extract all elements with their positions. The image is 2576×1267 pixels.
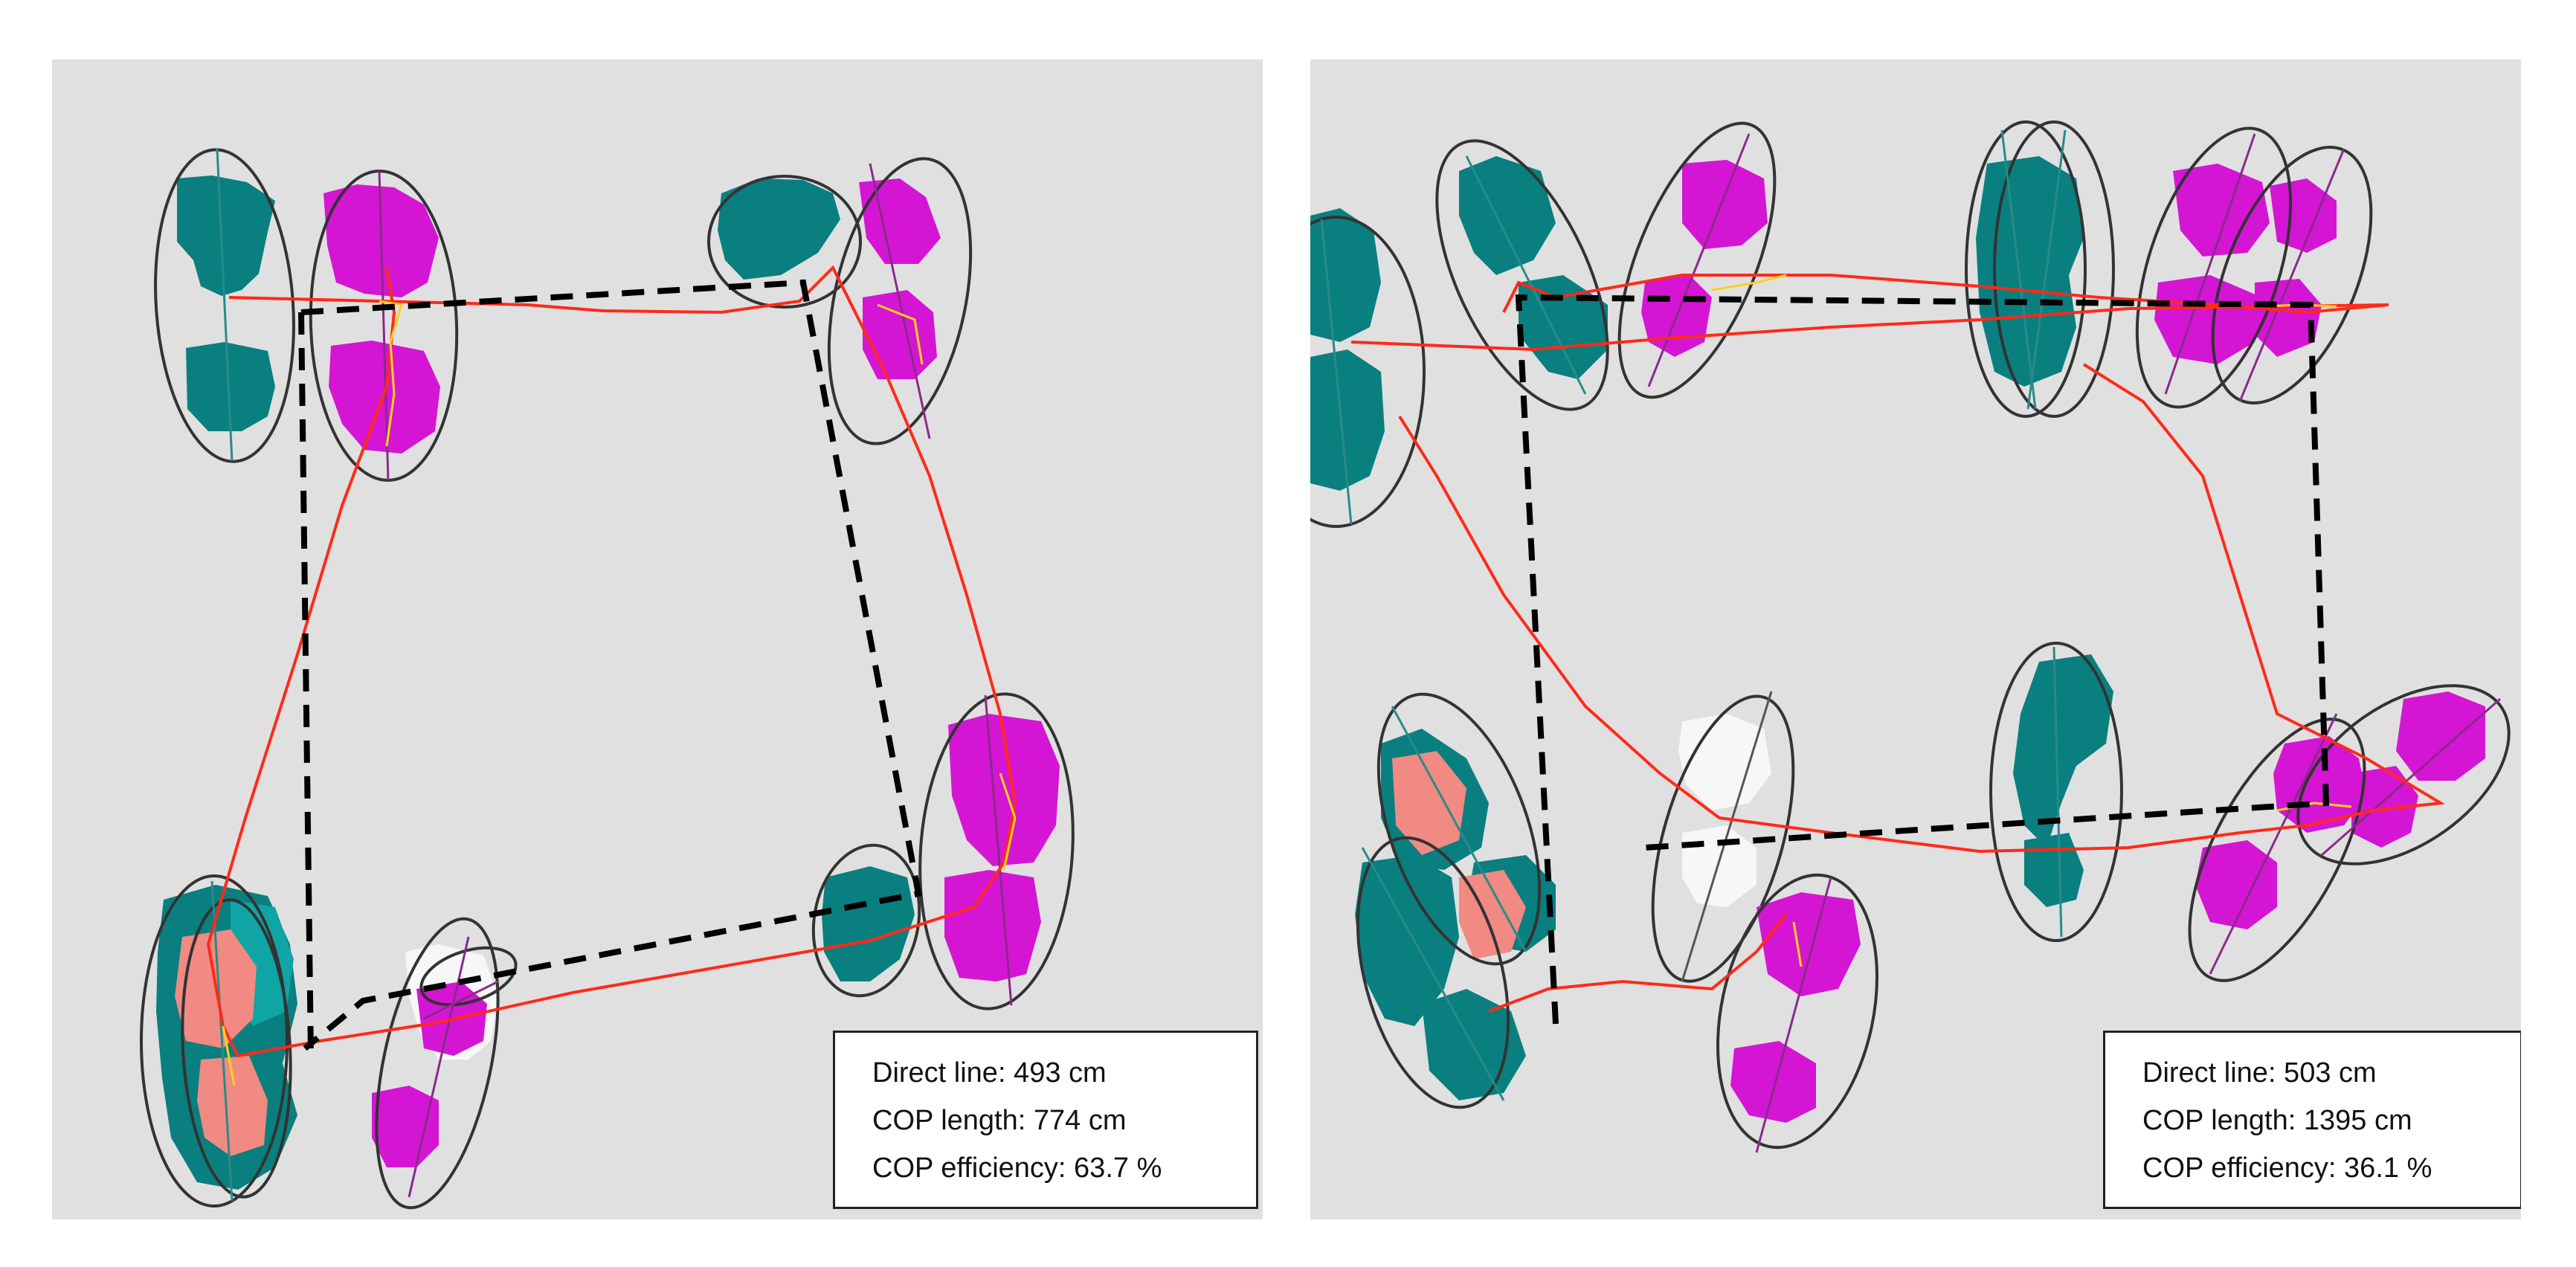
footprint-ellipse xyxy=(2188,718,2366,982)
footprint-ellipse xyxy=(1993,120,2115,418)
footprint-ellipse xyxy=(1310,216,1426,528)
cop-trajectory xyxy=(1350,274,2446,1013)
direct-line-path xyxy=(1515,294,2330,1025)
footprint-ellipse xyxy=(827,157,973,445)
footprint-step-left-foot xyxy=(154,148,295,463)
footprint-ellipse xyxy=(1965,120,2087,418)
footprint-ellipse xyxy=(140,874,289,1208)
footprint-ellipse xyxy=(2296,684,2511,865)
direct-line-stat: Direct line: 493 cm xyxy=(872,1057,1107,1089)
footprint-ellipse xyxy=(1989,642,2123,942)
footprint-step-left-foot xyxy=(1310,208,1426,528)
footprint-ellipse xyxy=(1716,873,1879,1150)
footprint-step-right-foot xyxy=(372,917,518,1210)
cop-length-stat: COP length: 1395 cm xyxy=(2142,1105,2412,1136)
footprint-ellipse xyxy=(1376,692,1542,966)
footprint-ellipse xyxy=(154,148,295,463)
left-footprint-canvas xyxy=(140,148,1075,1210)
footprint-ellipse xyxy=(1435,139,1609,411)
direct-line-stat: Direct line: 503 cm xyxy=(2142,1057,2377,1089)
footprint-step-left-foot xyxy=(140,874,297,1208)
footprint-step-right-foot xyxy=(827,157,973,445)
footprint-ellipse xyxy=(1356,836,1510,1109)
right-footprint-panel: Direct line: 503 cm COP length: 1395 cm … xyxy=(1310,59,2521,1219)
footprint-ellipse xyxy=(707,175,862,309)
footprint-step-right-foot xyxy=(309,170,459,482)
footprint-step-left-foot xyxy=(1355,692,1556,1109)
cop-trajectory xyxy=(206,265,1017,1058)
footprint-step-right-foot xyxy=(1617,121,1777,399)
left-footprint-panel: Direct line: 493 cm COP length: 774 cm C… xyxy=(52,59,1263,1219)
cop-efficiency-stat: COP efficiency: 36.1 % xyxy=(2142,1152,2432,1184)
footprint-step-left-foot xyxy=(1435,139,1609,411)
cop-highlight xyxy=(222,300,1017,1086)
footprint-ellipse xyxy=(2135,126,2293,409)
footprint-ellipse xyxy=(375,917,500,1210)
footprint-step-right-foot xyxy=(2188,684,2511,982)
cop-efficiency-stat: COP efficiency: 63.7 % xyxy=(872,1152,1162,1184)
footprint-step-right-foot xyxy=(2135,126,2373,409)
footprint-step-left-foot xyxy=(1965,120,2115,418)
stats-box: Direct line: 493 cm COP length: 774 cm C… xyxy=(833,1031,1258,1209)
footprint-ellipse xyxy=(419,946,518,1007)
footprint-ellipse xyxy=(1617,121,1777,399)
direct-line-path xyxy=(298,312,314,1057)
footprint-step-left-foot xyxy=(1989,642,2123,942)
footprint-ellipse xyxy=(918,692,1075,1010)
cop-length-stat: COP length: 774 cm xyxy=(872,1105,1127,1136)
stats-box: Direct line: 503 cm COP length: 1395 cm … xyxy=(2103,1031,2521,1209)
direct-line-path xyxy=(300,279,922,1051)
footprint-step-right-foot xyxy=(918,692,1075,1010)
right-footprint-canvas xyxy=(1310,120,2511,1153)
footprint-step-left-foot xyxy=(707,175,862,309)
